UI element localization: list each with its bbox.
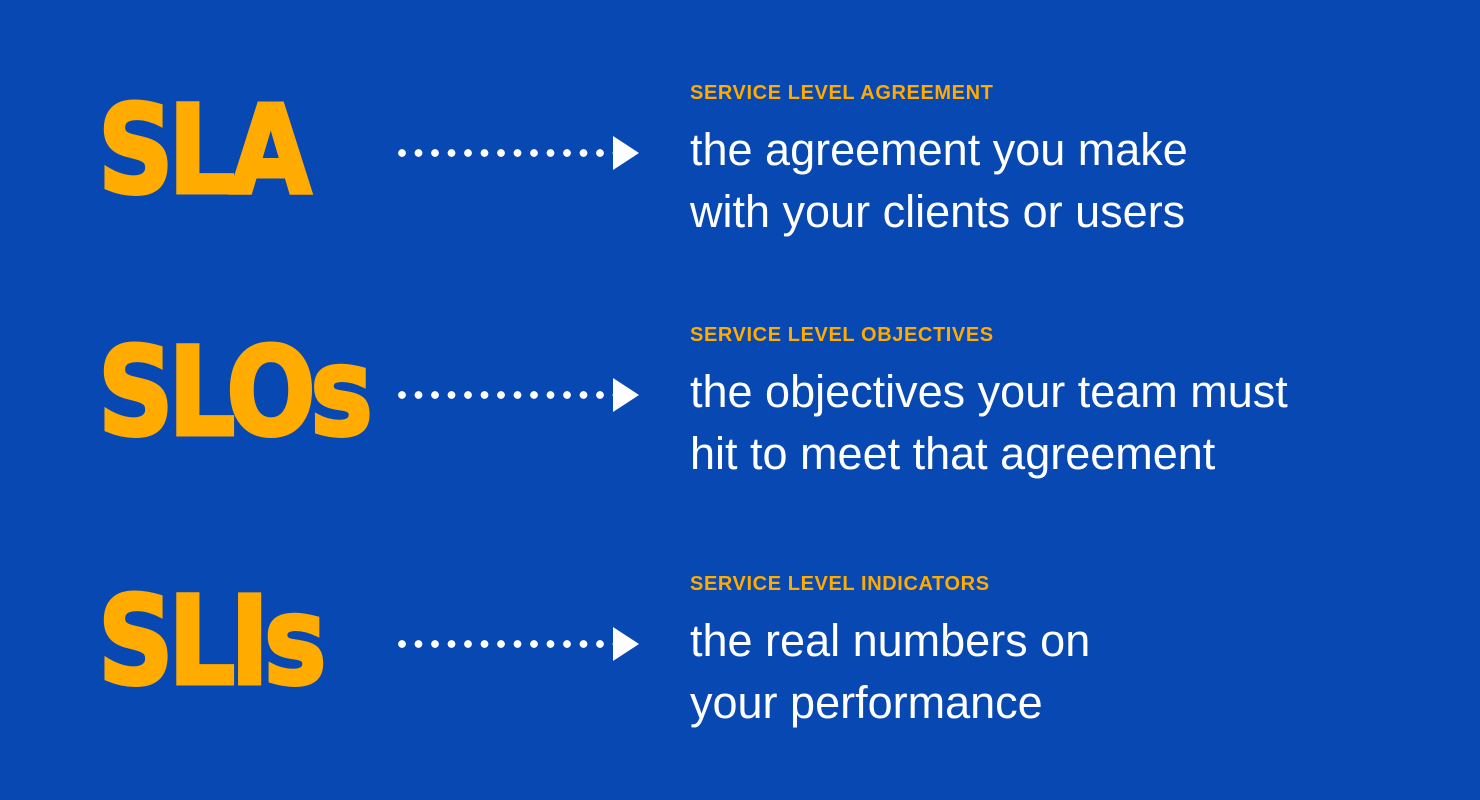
arrow-dots [398,640,613,648]
description-line: the real numbers on [690,615,1091,666]
dotted-arrow-icon [398,378,639,412]
acronym-slos: SLOs [96,321,374,464]
description-line: with your clients or users [690,186,1186,237]
term-description-slis: the real numbers on your performance [690,610,1090,734]
term-label-sla: SERVICE LEVEL AGREEMENT [690,82,994,104]
arrow-head [613,378,639,412]
arrow-dots [398,149,613,157]
term-label-slos: SERVICE LEVEL OBJECTIVES [690,324,994,346]
term-description-slos: the objectives your team must hit to mee… [690,361,1288,485]
acronym-slis: SLIs [96,570,328,713]
term-description-sla: the agreement you make with your clients… [690,119,1188,243]
description-line: hit to meet that agreement [690,428,1216,479]
arrow-head [613,136,639,170]
arrow-head [613,627,639,661]
arrow-dots [398,391,613,399]
acronym-sla: SLA [96,79,313,222]
dotted-arrow-icon [398,136,639,170]
dotted-arrow-icon [398,627,639,661]
description-line: the agreement you make [690,124,1188,175]
term-label-slis: SERVICE LEVEL INDICATORS [690,573,990,595]
description-line: your performance [690,677,1043,728]
description-line: the objectives your team must [690,366,1288,417]
